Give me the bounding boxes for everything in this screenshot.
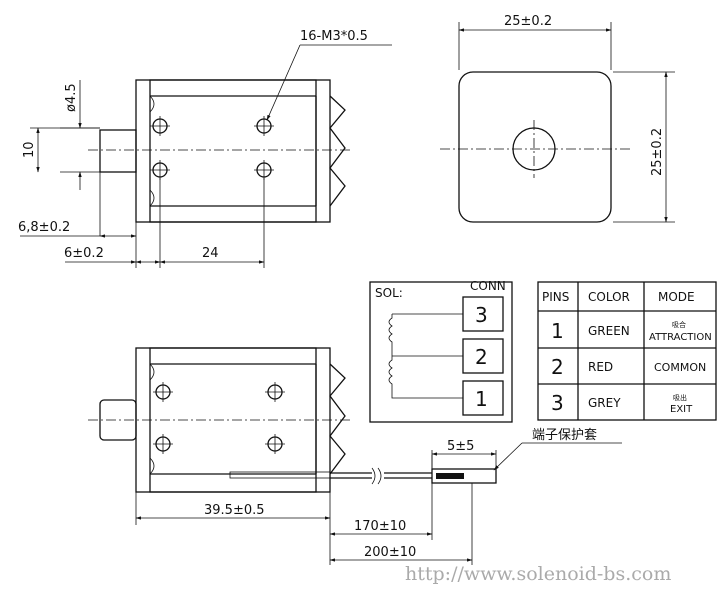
connector-schematic: SOL: CONN 3 2 1	[369, 279, 513, 423]
dim-39-5: 39.5±0.5	[204, 503, 265, 518]
row-mode: COMMON	[654, 361, 706, 374]
frame-outline	[135, 79, 331, 223]
end-face	[458, 71, 612, 223]
sol-label: SOL:	[375, 286, 403, 300]
schematic-box	[369, 281, 513, 423]
dim-width: 25±0.2	[504, 14, 552, 29]
plunger	[99, 129, 137, 173]
watermark: http://www.solenoid-bs.com	[405, 563, 671, 585]
dim-6: 6±0.2	[64, 246, 104, 261]
dim-170: 170±10	[354, 519, 406, 534]
screw-hole	[153, 434, 173, 454]
conn-pin-1: 1	[475, 387, 488, 411]
dim-6-8: 6,8±0.2	[18, 220, 70, 235]
end-view: 25±0.2 25±0.2	[440, 14, 675, 223]
screw-hole	[254, 160, 274, 180]
dim-10: 10	[22, 141, 37, 158]
screw-hole	[150, 116, 170, 136]
header-color: COLOR	[588, 290, 630, 304]
header-mode: MODE	[658, 290, 695, 304]
screw-hole	[265, 382, 285, 402]
screw-hole	[150, 160, 170, 180]
screw-hole	[153, 382, 173, 402]
coil-symbol	[388, 355, 463, 399]
row-color: RED	[588, 360, 613, 374]
conn-pin-2: 2	[475, 345, 488, 369]
bottom-side-view: 39.5±0.5 170±10 200±10 5±5 端子保护套	[88, 347, 622, 565]
frame-inner	[149, 79, 317, 223]
sleeve-label: 端子保护套	[532, 427, 597, 443]
conn-pin-3: 3	[475, 303, 488, 327]
row-pin: 3	[551, 391, 564, 415]
plunger-diameter: ø4.5	[64, 83, 79, 112]
coil-winding	[329, 95, 346, 207]
dim-200: 200±10	[364, 545, 416, 560]
coil-symbol	[388, 313, 463, 356]
dim-24: 24	[202, 246, 219, 261]
row-mode: ATTRACTION	[649, 332, 712, 343]
header-pins: PINS	[542, 290, 569, 304]
screw-hole	[265, 434, 285, 454]
dim-5: 5±5	[447, 439, 474, 454]
top-side-view: 16-M3*0.5 ø4.5 10 6,8±0.2 6±0.2 24	[18, 29, 392, 268]
wire-sleeve	[229, 471, 331, 479]
pin-table: PINS COLOR MODE 1 GREEN 吸合 ATTRACTION 2 …	[537, 281, 717, 421]
row-pin: 2	[551, 355, 564, 379]
dim-height: 25±0.2	[650, 128, 665, 176]
row-color: GREEN	[588, 324, 630, 338]
screw-hole	[254, 116, 274, 136]
row-mode: EXIT	[670, 404, 693, 415]
row-pin: 1	[551, 319, 564, 343]
thread-spec: 16-M3*0.5	[300, 29, 368, 44]
row-mode-cn: 吸出	[673, 393, 687, 402]
row-color: GREY	[588, 396, 621, 410]
plunger	[99, 399, 137, 441]
conn-label: CONN	[470, 279, 506, 293]
row-mode-cn: 吸合	[672, 320, 686, 329]
